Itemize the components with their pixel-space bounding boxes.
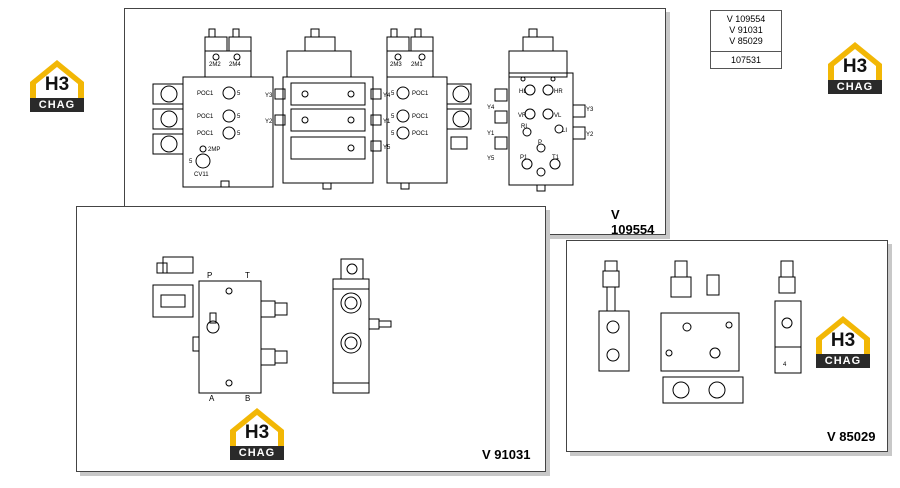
brand-logo-left: H3 CHAG <box>24 56 90 120</box>
drawing-sheet-v109554: 2M2 2M4 POC1 POC1 POC1 5 5 5 2MP 5 CV11 … <box>124 8 666 237</box>
label-2m1: 2M1 <box>411 62 423 68</box>
reference-codes: V 109554 V 91031 V 85029 <box>711 11 781 52</box>
reference-number: 107531 <box>730 55 762 65</box>
valve-drawings-v109554: 2M2 2M4 POC1 POC1 POC1 5 5 5 2MP 5 CV11 … <box>152 28 594 192</box>
sheet-label-v85029: V 85029 <box>827 429 876 444</box>
label-y2-s: Y2 <box>265 119 273 125</box>
label-5-g: 5 <box>391 131 395 137</box>
label-5-f: 5 <box>391 114 395 120</box>
logo-brand-text: CHAG <box>230 446 284 460</box>
label-5-a: 5 <box>237 91 241 97</box>
valve-block-front-right <box>386 28 472 190</box>
reference-code-2: V 91031 <box>729 25 763 35</box>
reference-code-3: V 85029 <box>729 36 763 46</box>
sheet-label-v91031: V 91031 <box>482 447 531 462</box>
label-vr: VR <box>518 113 527 119</box>
label-ri: RI <box>521 124 527 130</box>
label-5-e: 5 <box>391 91 395 97</box>
label-y1-p: Y1 <box>487 131 495 137</box>
label-5-b: 5 <box>237 114 241 120</box>
logo-mark: H3 <box>44 74 70 95</box>
valve-drawings-v91031: P T A B <box>152 256 392 403</box>
label-t1: T1 <box>552 155 560 161</box>
label-y4-p: Y4 <box>487 105 495 111</box>
label-poc1-c: POC1 <box>197 131 214 137</box>
label-poc1-f: POC1 <box>412 131 429 137</box>
logo-brand-text: CHAG <box>30 98 84 112</box>
label-2m2: 2M2 <box>209 62 221 68</box>
label-poc1-d: POC1 <box>412 91 429 97</box>
valve-part-center-85029 <box>660 260 744 404</box>
valve-block-front-left <box>152 28 274 188</box>
label-2m3: 2M3 <box>390 62 402 68</box>
label-port-a: A <box>209 394 215 403</box>
sheet-label-v109554: V 109554 <box>611 207 655 237</box>
house-logo-icon <box>230 408 284 448</box>
valve-block-side-91031 <box>332 258 392 394</box>
label-5-c: 5 <box>237 131 241 137</box>
valve-drawings-v85029: 4 <box>598 260 802 404</box>
valve-part-right-85029 <box>774 260 802 374</box>
label-poc1-a: POC1 <box>197 91 214 97</box>
label-2mp: 2MP <box>208 147 220 153</box>
label-hl: HL <box>519 89 527 95</box>
reference-code-box: V 109554 V 91031 V 85029 107531 <box>710 10 782 69</box>
label-cv11: CV11 <box>194 172 209 178</box>
label-vl: VL <box>554 113 562 119</box>
valve-block-port-side <box>494 28 586 192</box>
logo-mark: H3 <box>244 422 270 443</box>
logo-mark: H3 <box>842 56 868 77</box>
valve-part-left-85029 <box>598 260 630 372</box>
label-poc1-e: POC1 <box>412 114 429 120</box>
label-y2-p: Y2 <box>586 132 594 138</box>
logo-brand-text: CHAG <box>828 80 882 94</box>
logo-mark: H3 <box>830 330 856 351</box>
house-logo-icon <box>816 316 870 356</box>
label-y3-s: Y3 <box>265 93 273 99</box>
house-logo-icon <box>828 42 882 82</box>
brand-logo-top-right: H3 CHAG <box>822 38 888 102</box>
label-y5-p: Y5 <box>487 156 495 162</box>
reference-code-1: V 109554 <box>726 14 766 24</box>
label-port-p: P <box>207 271 212 280</box>
brand-logo-sheet3: H3 CHAG <box>810 312 876 376</box>
logo-brand-text: CHAG <box>816 354 870 368</box>
label-y3-p: Y3 <box>586 107 594 113</box>
label-p: P <box>538 140 542 146</box>
label-hr: HR <box>554 89 563 95</box>
label-poc1-b: POC1 <box>197 114 214 120</box>
label-port-b: B <box>245 394 250 403</box>
label-li: LI <box>562 128 567 134</box>
valve-block-solenoid <box>274 28 382 190</box>
drawing-sheet-v91031: P T A B V 91031 <box>76 206 546 472</box>
label-5-d: 5 <box>189 159 193 165</box>
brand-logo-sheet2: H3 CHAG <box>224 404 290 468</box>
label-port-t: T <box>245 271 250 280</box>
house-logo-icon <box>30 60 84 100</box>
label-4: 4 <box>783 362 787 368</box>
label-2m4: 2M4 <box>229 62 241 68</box>
valve-block-front-91031 <box>152 256 288 394</box>
label-p1: P1 <box>520 155 528 161</box>
